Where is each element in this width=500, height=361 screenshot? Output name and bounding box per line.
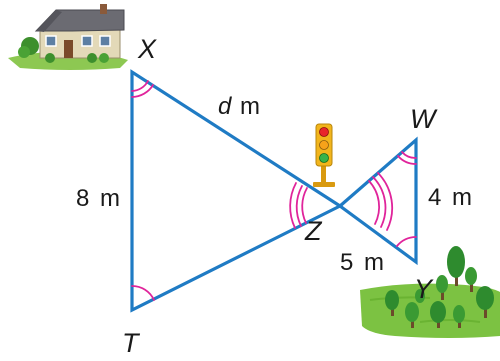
side-wy-unit: m [452, 184, 472, 211]
side-xz-variable: d [218, 93, 232, 120]
side-zy-value: 5 [340, 249, 353, 276]
side-xz-label: d m [218, 93, 260, 120]
trees-icon [360, 246, 500, 338]
angle-w-mark [397, 151, 417, 165]
side-wy-value: 4 [428, 184, 441, 211]
angle-t-mark [131, 285, 155, 301]
vertex-label-w: W [410, 104, 438, 134]
side-xt-unit: m [100, 185, 120, 212]
side-xt-value: 8 [76, 185, 89, 212]
traffic-light-icon [313, 123, 335, 187]
vertex-label-y: Y [414, 274, 434, 304]
side-zy-label: 5 m [340, 249, 384, 276]
vertex-label-t: T [122, 328, 141, 358]
side-xt-label: 8 m [76, 185, 120, 212]
angle-z-right-mark [368, 172, 394, 231]
side-xz-unit: m [240, 93, 260, 120]
vertex-label-x: X [137, 34, 157, 64]
angle-x-mark [131, 80, 154, 98]
angle-y-mark [396, 236, 417, 247]
triangle-xtz [130, 69, 344, 313]
angle-z-left-mark [289, 182, 308, 229]
house-icon [8, 4, 128, 70]
side-wy-label: 4 m [428, 184, 472, 211]
side-zy-unit: m [364, 249, 384, 276]
vertex-label-z: Z [304, 216, 323, 246]
